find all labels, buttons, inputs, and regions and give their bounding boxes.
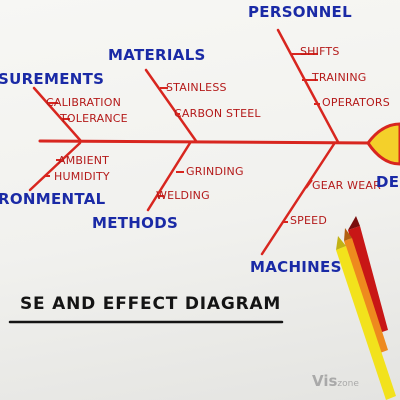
effect-head [366, 122, 400, 166]
cause-humidity: HUMIDITY [54, 170, 110, 183]
cause-tick-gearwear [305, 179, 313, 189]
watermark-suffix: zone [337, 379, 359, 389]
cause-operators: OPERATORS [322, 96, 390, 109]
cause-speed: SPEED [290, 214, 327, 227]
cause-gear-wear: GEAR WEAR [312, 179, 381, 192]
cause-welding: WELDING [156, 189, 210, 202]
diagram-title: SE AND EFFECT DIAGRAM [20, 294, 282, 314]
cause-tolerance: TOLERANCE [60, 112, 128, 125]
bone-methods [146, 141, 192, 212]
category-personnel: PERSONNEL [248, 3, 352, 21]
watermark-brand: Vis [312, 372, 338, 390]
cause-shifts: SHIFTS [300, 45, 340, 58]
category-environmental: RONMENTAL [0, 190, 106, 208]
watermark: Viszone [312, 374, 359, 389]
cause-carbon-steel: CARBON STEEL [174, 107, 261, 120]
bone-machines [260, 142, 336, 256]
category-measurements: SUREMENTS [0, 70, 105, 88]
cause-training: TRAINING [312, 71, 367, 84]
cause-ambient: AMBIENT [58, 154, 110, 167]
bone-personnel [276, 28, 340, 144]
effect-label: DE [376, 173, 400, 191]
main-spine [38, 139, 374, 145]
bone-environmental [28, 141, 82, 192]
bone-measurements [32, 86, 82, 142]
bone-materials [144, 68, 198, 143]
orange-marker [344, 228, 388, 353]
category-machines: MACHINES [250, 258, 342, 276]
cause-grinding: GRINDING [186, 165, 244, 178]
red-marker [348, 216, 388, 334]
cause-calibration: CALIBRATION [46, 96, 122, 109]
category-methods: METHODS [92, 214, 179, 232]
yellow-marker [336, 236, 396, 400]
cause-stainless: STAINLESS [166, 81, 227, 94]
category-materials: MATERIALS [108, 46, 206, 64]
